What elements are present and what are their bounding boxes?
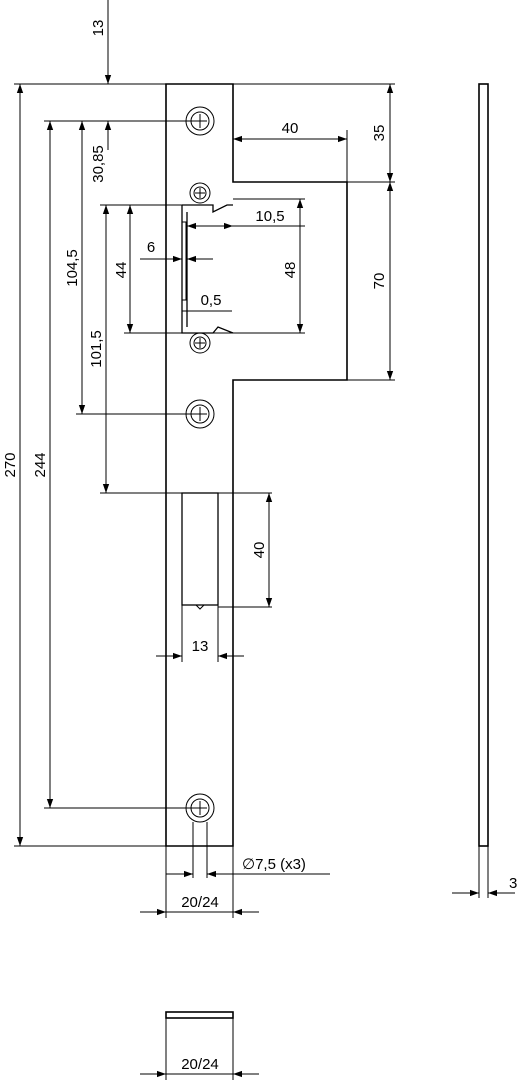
dim-hole-diameter-label: ∅7,5 (x3) <box>242 856 306 873</box>
dim-40-tab-label: 40 <box>282 120 299 137</box>
dim-hole-span-label: 244 <box>32 452 49 477</box>
dim-10-5-label: 10,5 <box>255 208 284 225</box>
screw-hole-upper-small <box>189 182 211 204</box>
dim-40-slot-label: 40 <box>251 542 268 559</box>
dim-13-slot-label: 13 <box>192 638 209 655</box>
dim-total-height-label: 270 <box>2 452 19 477</box>
dim-44-label: 44 <box>113 262 130 279</box>
dim-width-label: 20/24 <box>181 894 219 911</box>
side-view-profile <box>478 83 489 847</box>
dim-70-label: 70 <box>371 273 388 290</box>
dim-48-label: 48 <box>282 262 299 279</box>
dimension-lines <box>16 0 515 1078</box>
strike-plate-outline <box>165 83 348 847</box>
dim-width-bottom-label: 20/24 <box>181 1056 219 1073</box>
dim-35-label: 35 <box>371 125 388 142</box>
dim-6-label: 6 <box>147 239 155 256</box>
end-view-profile <box>165 1011 234 1019</box>
dim-top-offset-label: 13 <box>90 20 107 37</box>
dim-101-5-label: 101,5 <box>88 330 105 368</box>
slot-bottom-notch <box>195 604 205 610</box>
extension-lines <box>14 83 489 1080</box>
dim-thickness-label: 3 <box>509 875 517 892</box>
dim-104-5-label: 104,5 <box>64 249 81 287</box>
latch-recess-notch <box>182 221 187 301</box>
dim-0-5-label: 0,5 <box>201 292 222 309</box>
dim-30-85-label: 30,85 <box>90 145 107 183</box>
